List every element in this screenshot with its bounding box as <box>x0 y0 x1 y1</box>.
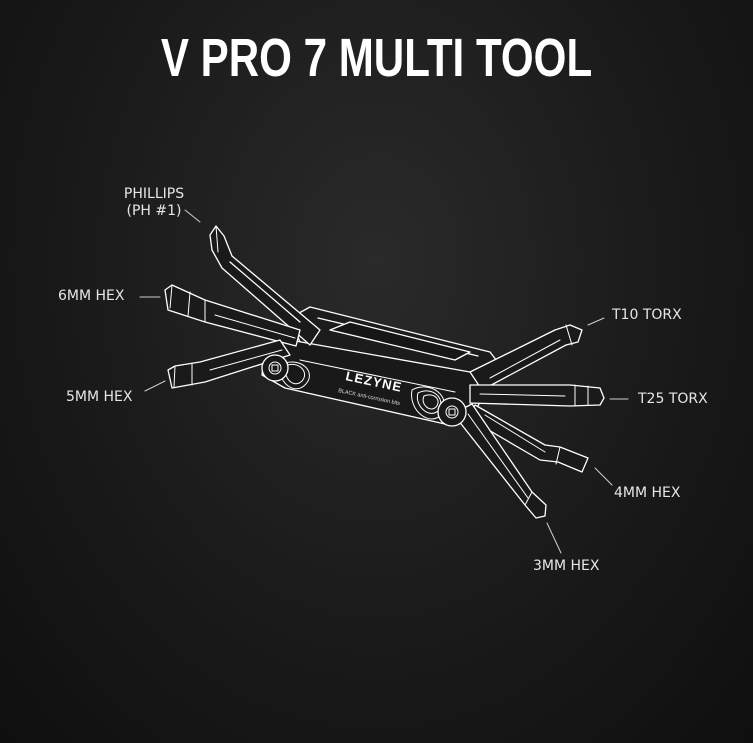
hex5-bit <box>167 339 291 389</box>
pivot-bolt-right <box>437 397 467 427</box>
leader-4mm <box>594 467 613 486</box>
label-4mm-hex: 4MM HEX <box>614 485 681 501</box>
page-title: V PRO 7 MULTI TOOL <box>160 28 593 88</box>
leader-5mm <box>144 380 166 392</box>
label-3mm-hex: 3MM HEX <box>533 558 600 574</box>
leader-phillips <box>184 209 201 223</box>
label-phillips: PHILLIPS (PH #1) <box>114 186 194 220</box>
label-t25-torx: T25 TORX <box>638 391 708 407</box>
hex3-bit <box>457 403 547 519</box>
leader-lines <box>139 209 629 554</box>
pivot-bolt-left <box>261 354 289 382</box>
label-t10-torx: T10 TORX <box>612 307 682 323</box>
label-phillips-line1: PHILLIPS <box>123 186 185 202</box>
phillips-bit <box>209 225 321 346</box>
t25-bit <box>469 384 605 407</box>
hex6-bit <box>164 284 301 347</box>
hex4-bit <box>467 404 589 473</box>
leader-3mm <box>546 522 562 554</box>
label-5mm-hex: 5MM HEX <box>66 389 133 405</box>
label-6mm-hex: 6MM HEX <box>58 288 125 304</box>
label-phillips-line2: (PH #1) <box>126 203 182 219</box>
t10-bit <box>469 324 583 391</box>
tool-body <box>261 306 501 425</box>
leader-t10 <box>587 317 605 326</box>
